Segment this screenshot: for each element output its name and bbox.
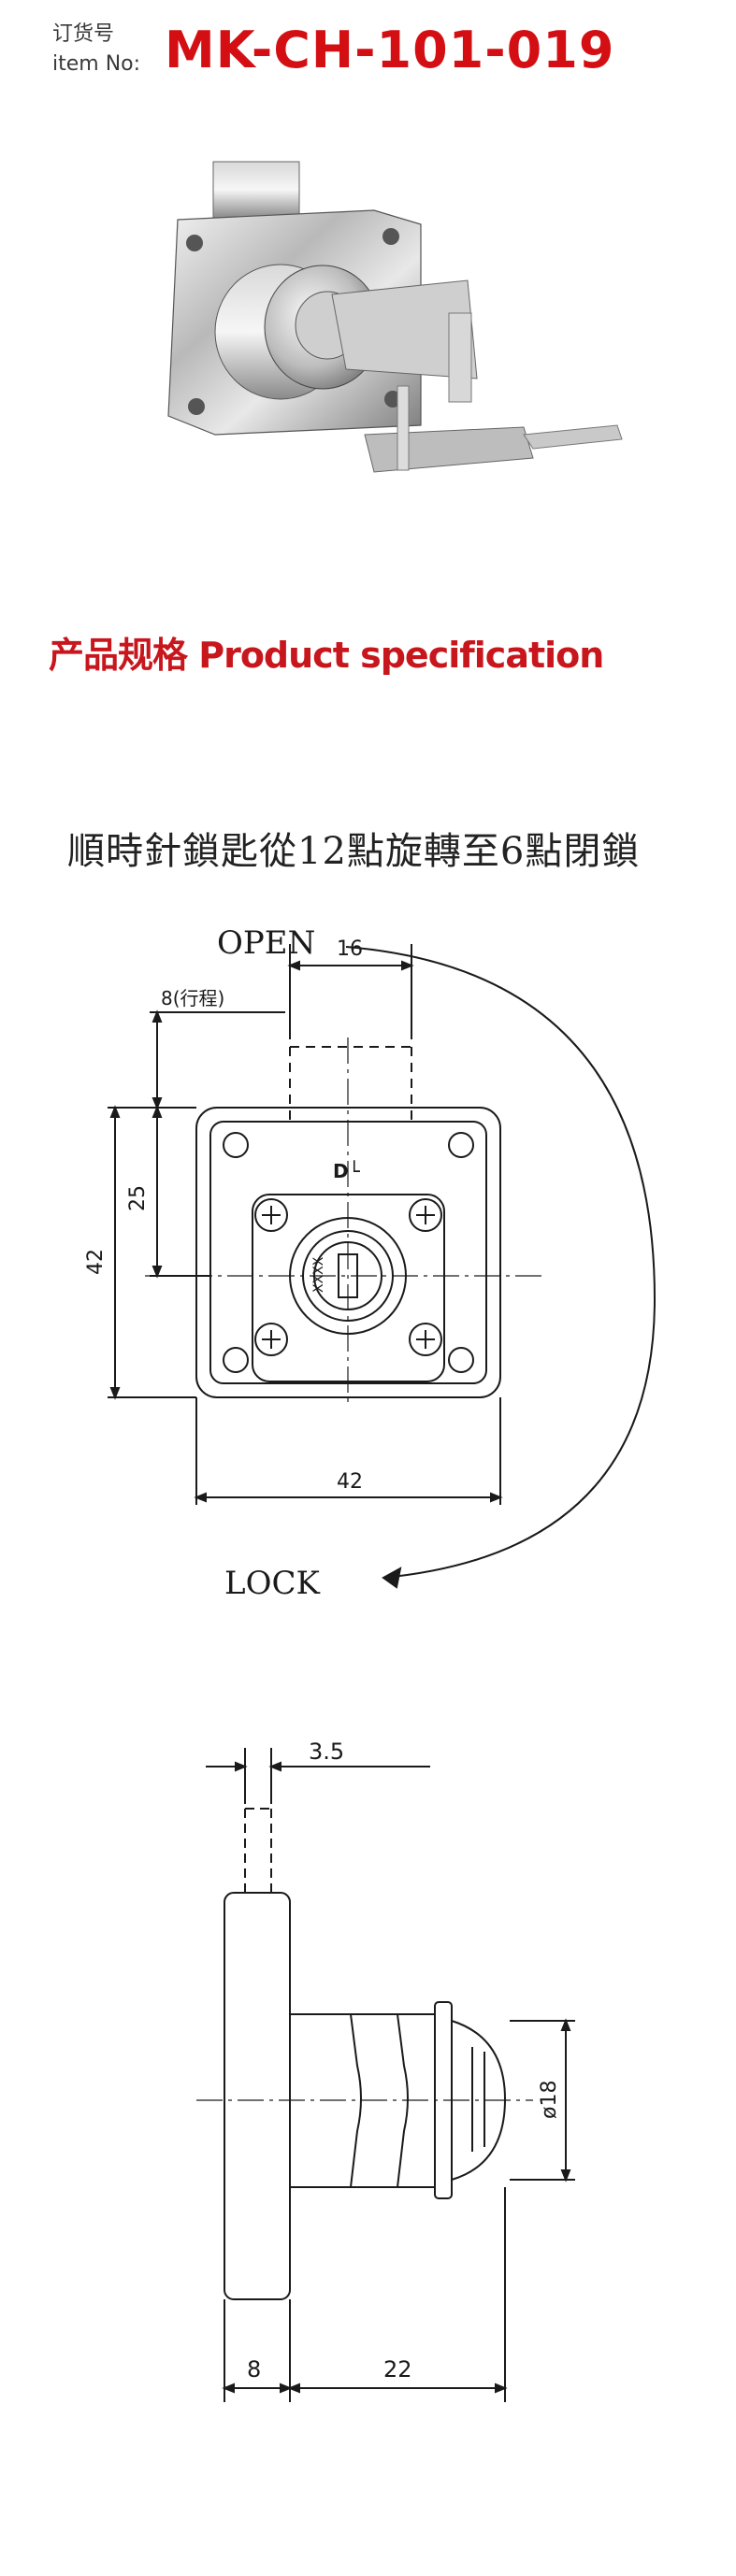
item-number: MK-CH-101-019 [165,21,615,79]
dim-width-42-label: 42 [337,1470,363,1494]
dim-plate-label: 8 [247,2356,261,2383]
dim-height-42-label: 42 [84,1249,108,1275]
item-number-label-en: item No: [52,52,141,76]
dim-stroke-label: 8(行程) [161,987,224,1009]
dim-diameter-label: ø18 [538,2081,561,2119]
front-view-drawing: OPEN LOCK 8(行程) 16 25 42 42 XXXX D└ [84,924,657,1602]
body-mark: D└ [333,1160,361,1182]
cylinder-mark: XXXX [311,1256,326,1293]
rotation-arrowhead [382,1567,402,1589]
rotation-arc [345,946,657,1579]
spec-section-title: 产品规格 Product specification [49,635,604,676]
dim-bolt-width-label: 16 [337,937,363,961]
housing-outer [195,1107,501,1398]
lock-label: LOCK [224,1565,320,1602]
dim-bolt-label: 3.5 [309,1739,344,1765]
dim-height-25-label: 25 [126,1185,150,1211]
rotation-instruction: 順時針鎖匙從12點旋轉至6點閉鎖 [67,830,641,873]
cabinet-lock-with-keys-photo [167,161,623,473]
side-plate [224,1892,291,2300]
dim-length-label: 22 [383,2356,412,2383]
open-label: OPEN [217,924,315,962]
item-number-label-zh: 订货号 [52,22,115,46]
side-view-drawing: 3.5 ø18 8 22 [196,1739,575,2402]
